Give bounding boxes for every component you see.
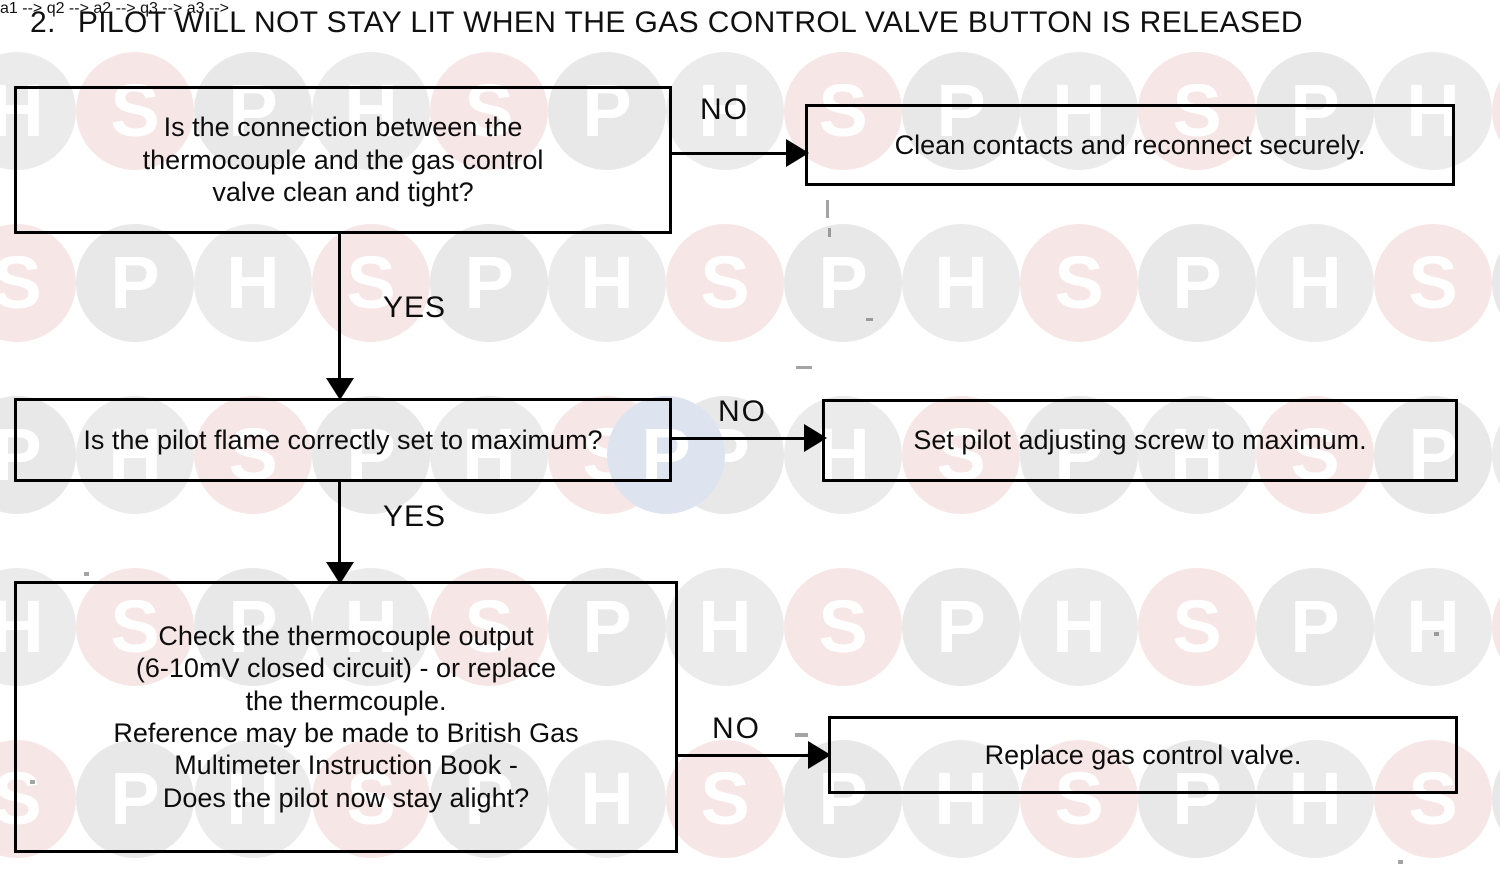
edge-q1-q2-arrowhead	[326, 378, 354, 400]
scan-speck	[30, 780, 35, 784]
edge-q2-q3-label: YES	[383, 500, 447, 533]
node-q3-line-6: Does the pilot now stay alight?	[162, 782, 530, 813]
node-q3-line-2: (6-10mV closed circuit) - or replace	[135, 653, 557, 684]
node-q3-line-1: Check the thermocouple output	[158, 620, 534, 651]
node-q3-line-3: the thermcouple.	[245, 685, 447, 716]
edge-q1-q2-line	[338, 234, 341, 382]
scan-speck	[866, 318, 873, 321]
edge-q1-q2-label: YES	[383, 291, 447, 324]
scan-speck	[1434, 632, 1439, 636]
node-q1: Is the connection between the thermocoup…	[14, 86, 672, 234]
edge-q1-a1-line	[672, 152, 788, 155]
node-q3-line-5: Multimeter Instruction Book -	[174, 750, 518, 781]
node-a1-line-1: Clean contacts and reconnect securely.	[894, 129, 1366, 160]
node-q2-line-1: Is the pilot flame correctly set to maxi…	[83, 424, 603, 455]
node-a3-line-1: Replace gas control valve.	[984, 739, 1302, 770]
node-q3: Check the thermocouple output (6-10mV cl…	[14, 581, 678, 853]
node-a1: Clean contacts and reconnect securely.	[805, 104, 1455, 186]
edge-q2-a2-line	[672, 437, 806, 440]
node-a1-text: Clean contacts and reconnect securely.	[816, 129, 1444, 161]
node-a2: Set pilot adjusting screw to maximum.	[822, 399, 1458, 482]
node-a3: Replace gas control valve.	[828, 716, 1458, 794]
edge-q2-a2-label: NO	[718, 395, 767, 428]
scan-speck	[796, 366, 812, 369]
node-q1-line-3: valve clean and tight?	[212, 177, 474, 208]
node-q1-line-1: Is the connection between the	[163, 112, 523, 143]
node-q2-text: Is the pilot flame correctly set to maxi…	[25, 424, 661, 456]
node-q1-line-2: thermocouple and the gas control	[142, 144, 544, 175]
node-a2-text: Set pilot adjusting screw to maximum.	[833, 424, 1447, 456]
node-q3-line-4: Reference may be made to British Gas	[113, 718, 579, 748]
scan-speck	[826, 200, 829, 218]
scan-speck	[84, 572, 89, 576]
node-q3-text: Check the thermocouple output (6-10mV cl…	[25, 620, 667, 814]
page-title: 2. PILOT WILL NOT STAY LIT WHEN THE GAS C…	[30, 6, 1303, 40]
scan-speck	[828, 228, 831, 237]
node-a2-line-1: Set pilot adjusting screw to maximum.	[913, 425, 1367, 456]
edge-q2-q3-line	[338, 482, 341, 573]
node-a3-text: Replace gas control valve.	[839, 739, 1447, 771]
page-title-number: 2.	[30, 6, 56, 39]
edge-q1-a1-label: NO	[700, 93, 749, 126]
node-q2: Is the pilot flame correctly set to maxi…	[14, 398, 672, 482]
edge-q3-a3-line	[678, 754, 811, 757]
edge-q3-a3-label: NO	[712, 712, 761, 745]
scan-speck	[795, 733, 808, 737]
page-title-text: PILOT WILL NOT STAY LIT WHEN THE GAS CON…	[77, 6, 1303, 39]
node-q1-text: Is the connection between the thermocoup…	[25, 111, 661, 208]
scan-speck	[1398, 860, 1403, 864]
